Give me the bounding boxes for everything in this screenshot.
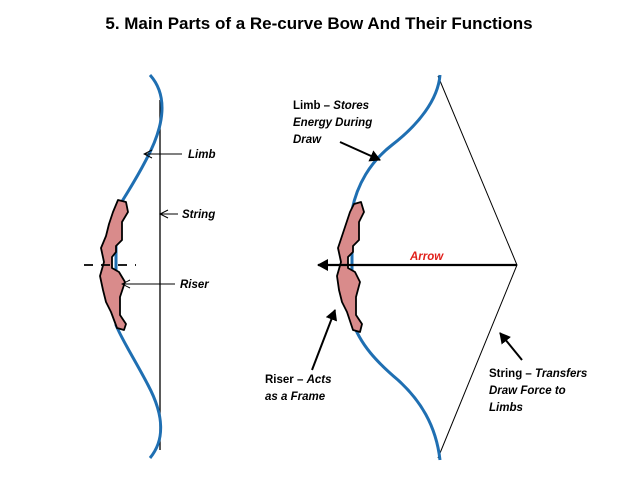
left-bow: Limb String Riser — [84, 73, 215, 459]
right-limb-dash: – — [320, 100, 333, 112]
right-string-part: String — [489, 368, 522, 380]
left-riser-label: Riser — [180, 279, 209, 291]
right-riser-label: Riser – Acts — [265, 374, 332, 386]
right-bow-riser — [336, 201, 365, 333]
right-riser-part: Riser — [265, 374, 294, 386]
right-bow: Limb – Stores Energy During Draw Arrow R… — [265, 74, 587, 461]
slide-title: 5. Main Parts of a Re-curve Bow And Thei… — [105, 14, 533, 33]
right-limb-fn-2: Energy During — [293, 117, 372, 129]
right-bow-string — [437, 75, 518, 459]
left-string-label: String — [182, 209, 215, 221]
arrow-label: Arrow — [409, 251, 444, 263]
right-limb-label: Limb – Stores — [293, 100, 369, 112]
right-string-pointer — [499, 332, 523, 361]
right-limb-pointer — [339, 141, 381, 162]
right-string-label: String – Transfers — [489, 368, 587, 380]
right-riser-fn-1: Acts — [306, 374, 332, 386]
right-string-fn-2: Draw Force to — [489, 385, 566, 397]
left-bow-riser — [99, 199, 129, 331]
right-string-dash: – — [522, 368, 535, 380]
right-string-fn-3: Limbs — [489, 402, 523, 414]
right-bow-limb — [350, 74, 442, 461]
right-riser-fn-2: as a Frame — [265, 391, 326, 403]
left-bow-limb — [114, 73, 164, 459]
right-string-fn-1: Transfers — [535, 368, 587, 380]
right-limb-fn-1: Stores — [333, 100, 369, 112]
left-limb-label: Limb — [188, 149, 215, 161]
right-riser-pointer — [311, 309, 338, 371]
right-limb-part: Limb — [293, 100, 320, 112]
right-riser-dash: – — [294, 374, 307, 386]
right-limb-fn-3: Draw — [293, 134, 322, 146]
